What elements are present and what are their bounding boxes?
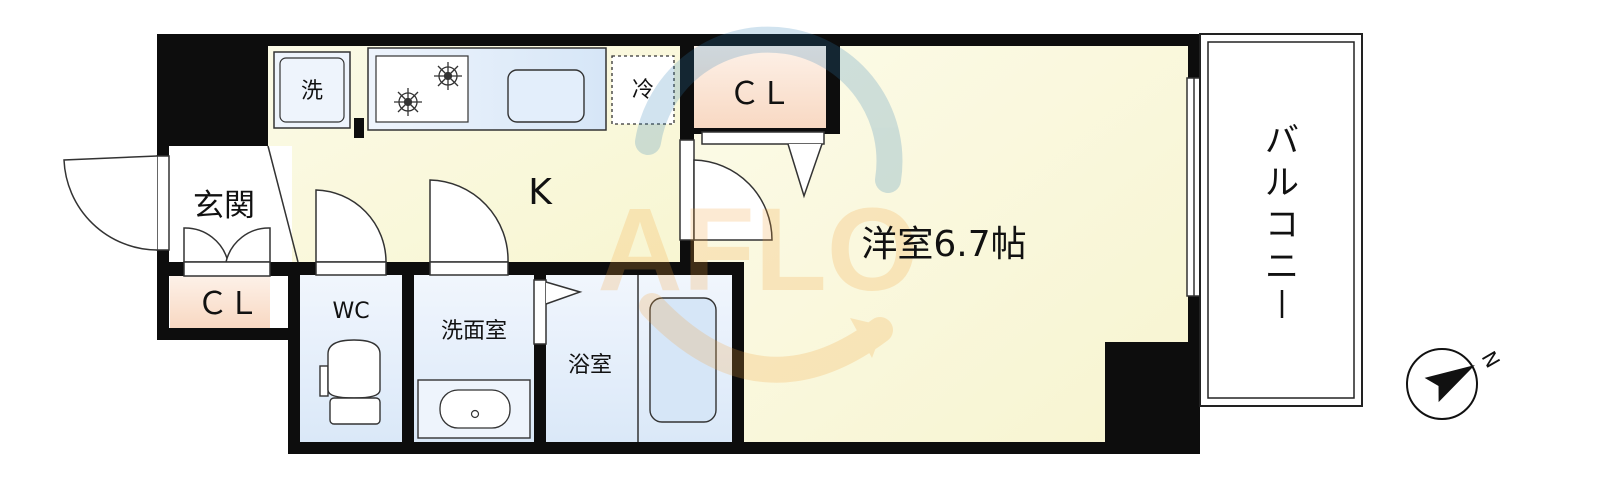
fridge-label: 冷 — [632, 78, 654, 103]
wc-label: WC — [332, 299, 369, 324]
western-room-door[interactable] — [679, 139, 773, 241]
washer-label: 洗 — [301, 79, 323, 104]
kitchen-sink — [507, 69, 585, 123]
entrance-label: 玄関 — [193, 188, 255, 224]
western-room-label: 洋室6.7帖 — [861, 224, 1026, 265]
bathtub — [637, 275, 717, 442]
washroom-door[interactable] — [429, 179, 509, 276]
entrance-step — [267, 145, 299, 263]
washroom-label: 洗面室 — [441, 319, 507, 344]
fridge-space: 冷 — [611, 55, 675, 125]
wc-door[interactable] — [315, 189, 387, 276]
compass-north-label: N — [1477, 347, 1505, 372]
svg-text:コ: コ — [1265, 205, 1299, 245]
kitchen-counter — [367, 47, 607, 131]
washer: 洗 — [273, 51, 351, 129]
closet-upper-label: ＣＬ — [729, 76, 791, 112]
svg-text:ニ: ニ — [1265, 247, 1299, 287]
watermark-logo: AFLO — [597, 26, 919, 383]
balcony-window — [1186, 77, 1202, 297]
closet-upper-door[interactable] — [701, 131, 825, 199]
closet-lower-label: ＣＬ — [197, 286, 259, 322]
bathroom-label: 浴室 — [568, 353, 612, 378]
watermark-text: AFLO — [597, 184, 918, 316]
closet-lower-doors[interactable] — [183, 227, 271, 277]
washbasin — [417, 379, 531, 439]
closet-lower-floor — [170, 276, 270, 328]
closet-upper-floor — [694, 46, 826, 130]
compass-icon: N — [1406, 347, 1505, 420]
kitchen-label: K — [528, 172, 553, 213]
svg-text:ル: ル — [1265, 163, 1299, 203]
balcony-label: バ ル コ ニ — [1265, 121, 1299, 318]
bathroom-door[interactable] — [533, 279, 583, 345]
toilet — [319, 339, 381, 425]
entrance-door[interactable] — [63, 155, 170, 251]
balcony — [1199, 33, 1363, 407]
stove-burner-icon — [434, 62, 462, 90]
svg-text:バ: バ — [1265, 121, 1299, 161]
stove-burner-icon — [394, 88, 422, 116]
